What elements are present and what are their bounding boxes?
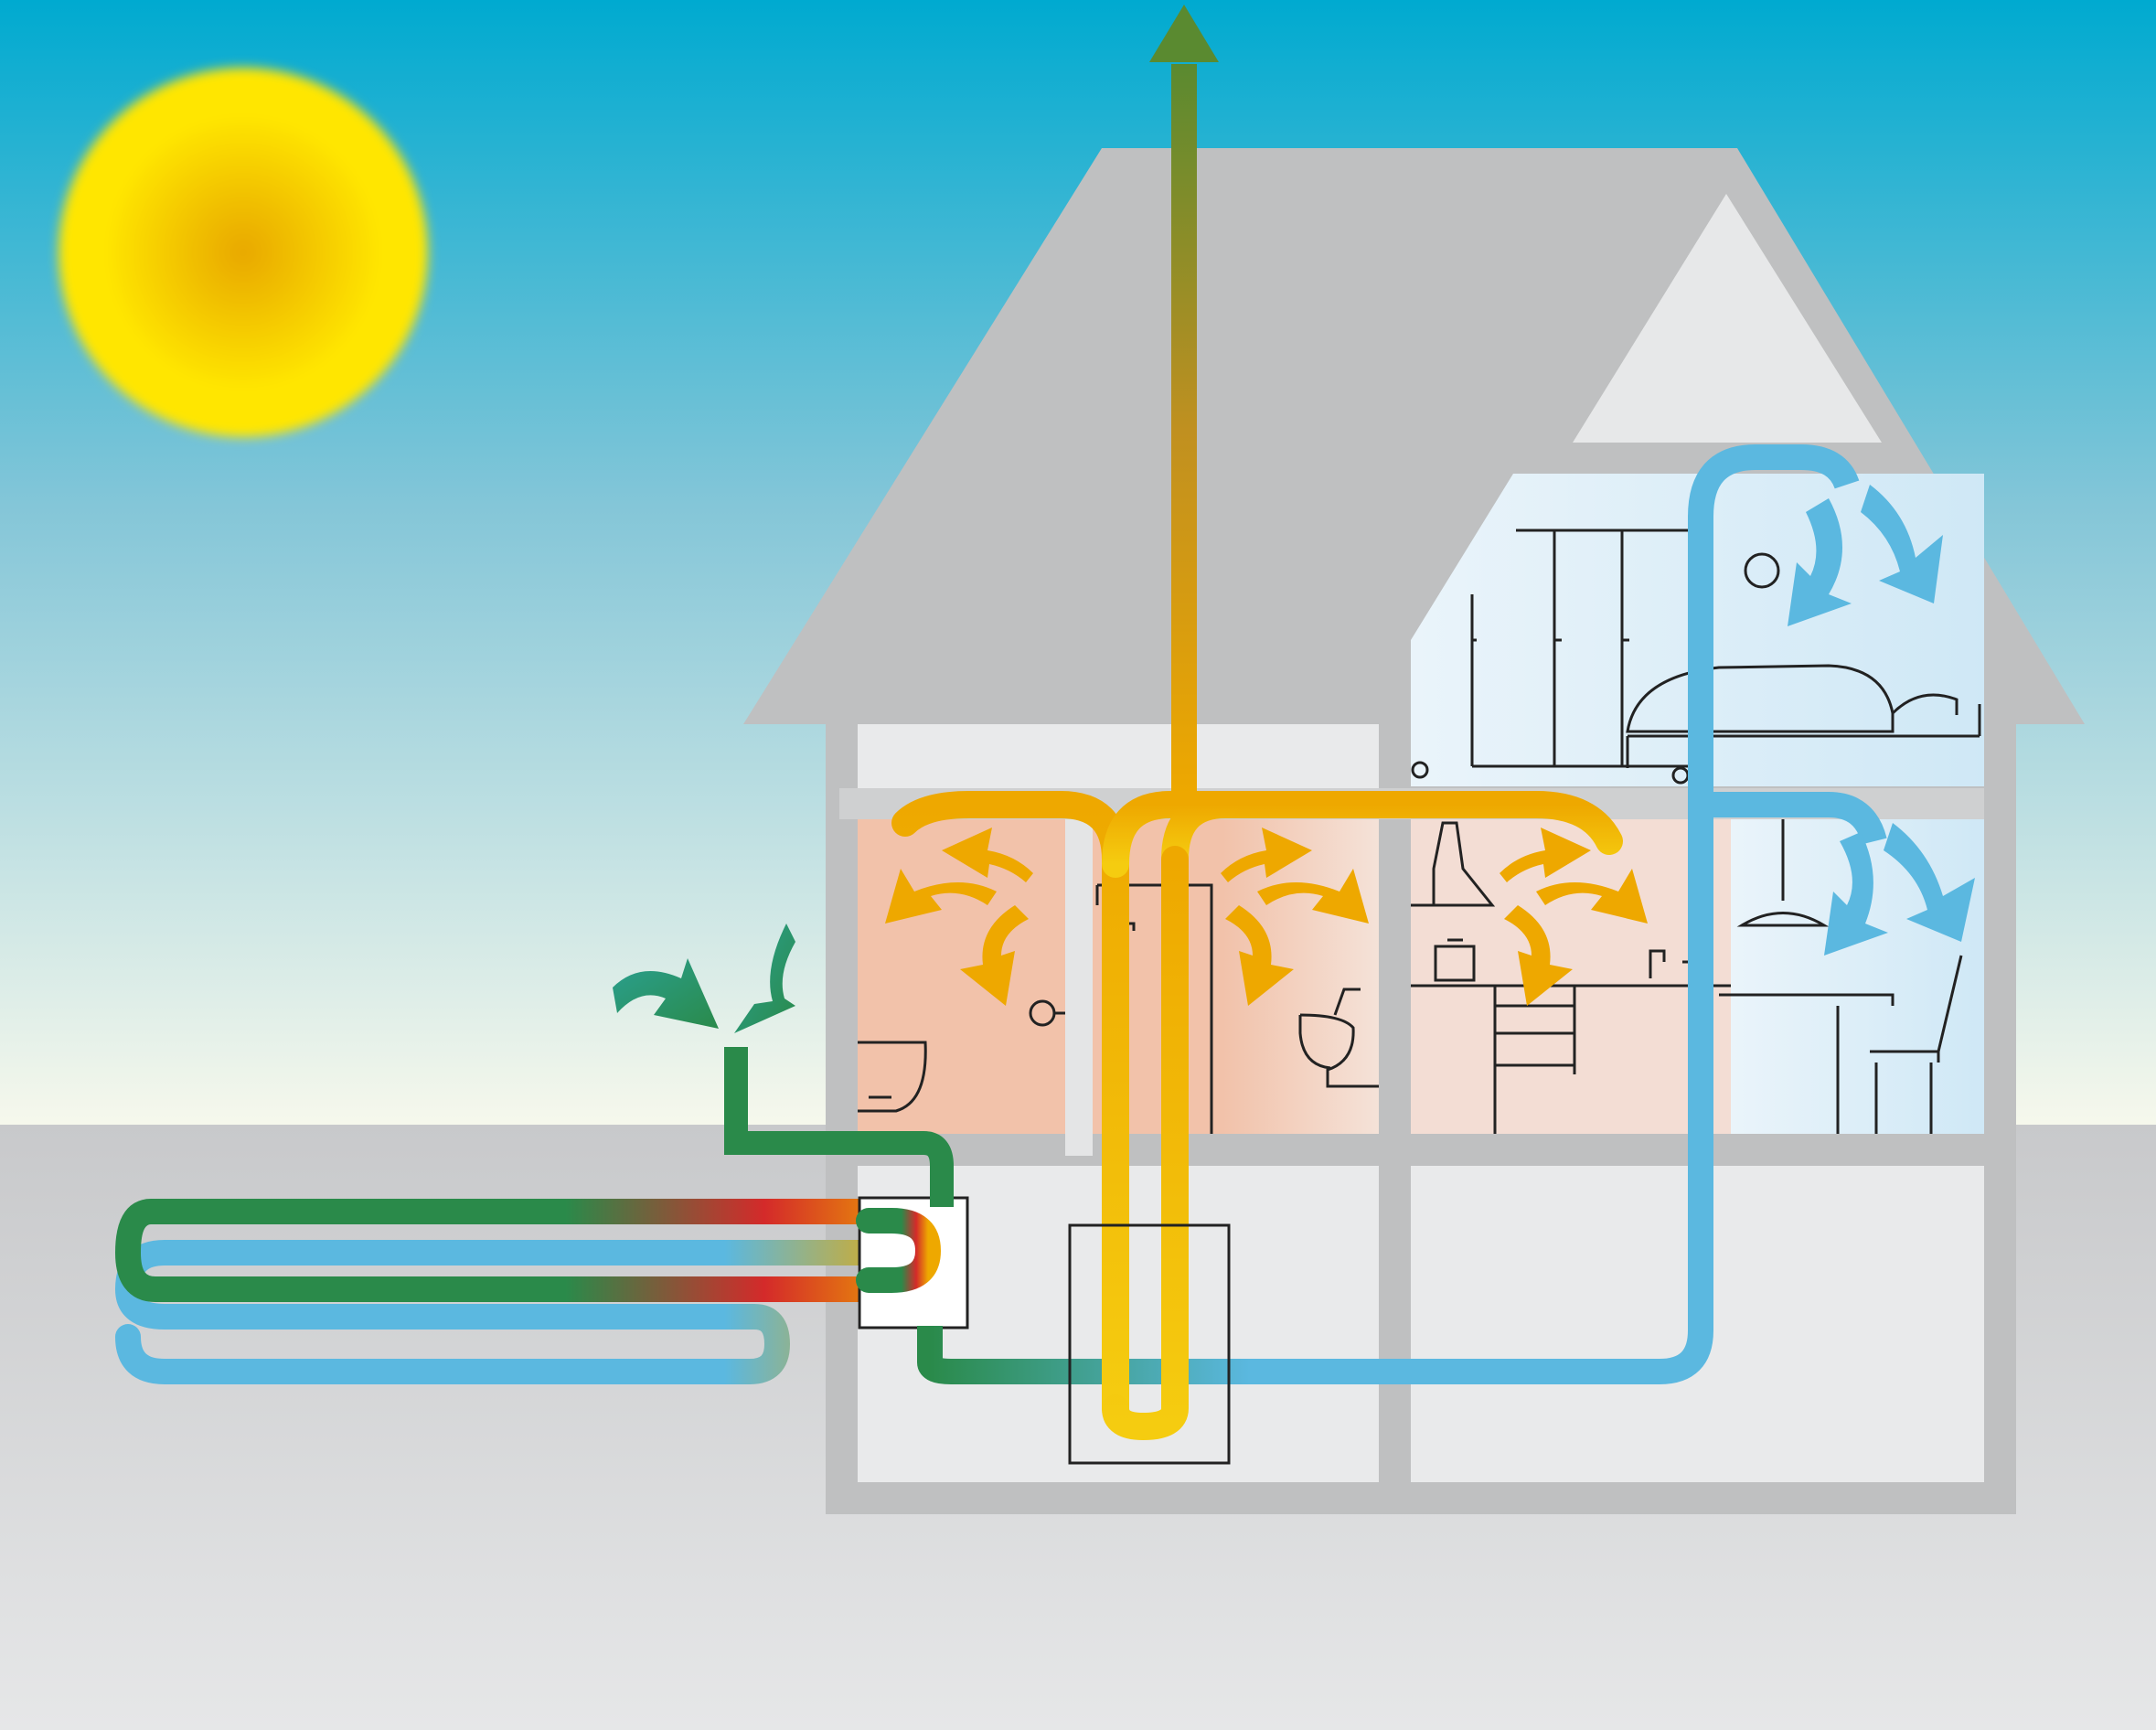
fresh-air-arrows	[613, 924, 795, 1033]
duct-shaft	[1065, 819, 1093, 1156]
furniture-dining	[1719, 819, 1963, 1134]
room-attic-left	[858, 724, 1379, 788]
exhaust-air-duct	[1171, 64, 1197, 796]
furniture-bathroom	[858, 883, 1379, 1134]
extract-air-duct	[891, 791, 1623, 1440]
exhaust-air-arrowhead	[1149, 5, 1219, 62]
heat-exchanger-core	[856, 1208, 942, 1293]
attic-gable	[1573, 194, 1882, 443]
supply-air-arrows	[1788, 485, 1975, 956]
furniture-kitchen	[1411, 821, 1731, 1134]
extract-air-arrows	[885, 828, 1648, 1006]
supply-air-duct	[917, 444, 1860, 1384]
fresh-air-intake-pipe	[724, 1047, 954, 1207]
room-kitchen	[1411, 819, 1731, 1134]
ventilation-unit	[1068, 1223, 1231, 1465]
sun-icon	[59, 68, 428, 437]
supply-branch-lower	[1701, 792, 1887, 846]
